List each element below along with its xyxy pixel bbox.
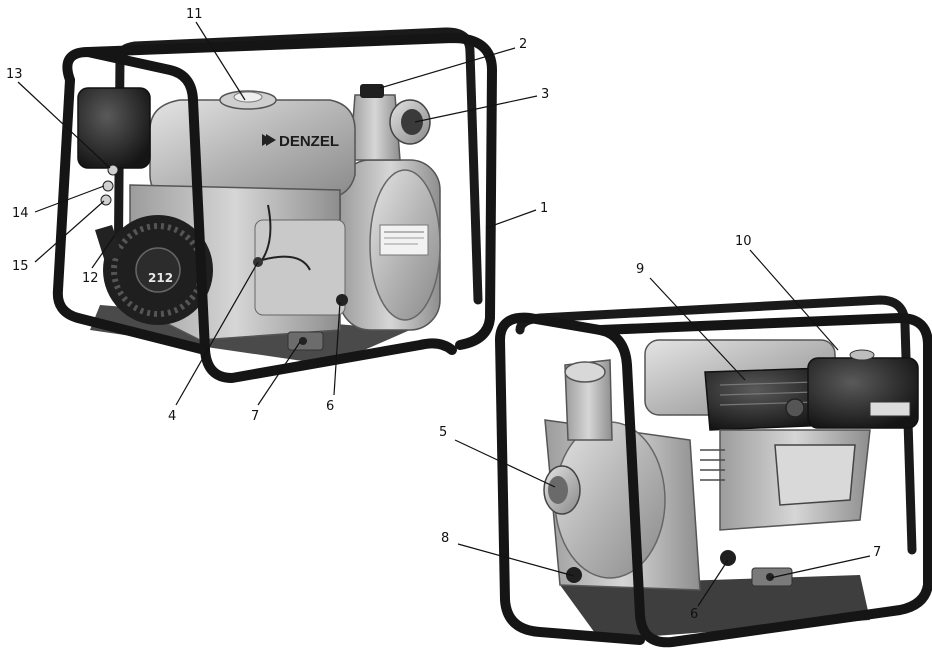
frame-front (52, 33, 497, 383)
leader-10 (749, 249, 839, 351)
callout-14: 14 (12, 206, 29, 221)
callout-6-front: 6 (326, 399, 335, 414)
callout-7-rear: 7 (873, 545, 882, 560)
pump-rear (495, 295, 932, 648)
leader-11 (195, 21, 246, 101)
callout-11: 11 (186, 7, 203, 22)
leader-8 (457, 543, 575, 577)
leader-9 (649, 277, 746, 381)
leader-7-rear (769, 555, 871, 579)
leader-13 (17, 81, 111, 169)
leader-5 (454, 439, 556, 488)
callout-1: 1 (540, 201, 549, 216)
pump-housing-rear (543, 359, 701, 591)
callout-12: 12 (82, 271, 99, 286)
leader-3 (414, 95, 538, 123)
callout-6-rear: 6 (690, 607, 699, 622)
callout-5: 5 (439, 425, 448, 440)
leader-2 (379, 47, 516, 89)
leader-15 (34, 200, 105, 263)
callout-2: 2 (519, 37, 528, 52)
pump-front: DENZEL 212 (52, 27, 497, 383)
displacement-label: 212 (148, 271, 173, 285)
leader-1 (485, 209, 537, 229)
callout-3: 3 (541, 87, 550, 102)
callout-10: 10 (735, 234, 752, 249)
leader-7-front (257, 341, 301, 406)
leader-12 (91, 234, 116, 269)
pump-housing (339, 159, 441, 331)
callout-9: 9 (636, 262, 645, 277)
callout-8: 8 (441, 531, 450, 546)
brand-name: DENZEL (279, 133, 339, 150)
leader-6-front (333, 301, 341, 396)
leader-4 (175, 261, 259, 406)
callout-13: 13 (6, 67, 23, 82)
engine-rear (644, 339, 919, 587)
brand-logo: DENZEL (262, 133, 339, 150)
outlet-port (349, 84, 431, 161)
leader-lines (17, 21, 871, 607)
leader-14 (34, 185, 105, 213)
leader-6-rear (697, 559, 729, 607)
frame-front-rear (495, 312, 932, 648)
callout-15: 15 (12, 259, 29, 274)
callout-4: 4 (168, 409, 177, 424)
callout-7-front: 7 (251, 409, 260, 424)
